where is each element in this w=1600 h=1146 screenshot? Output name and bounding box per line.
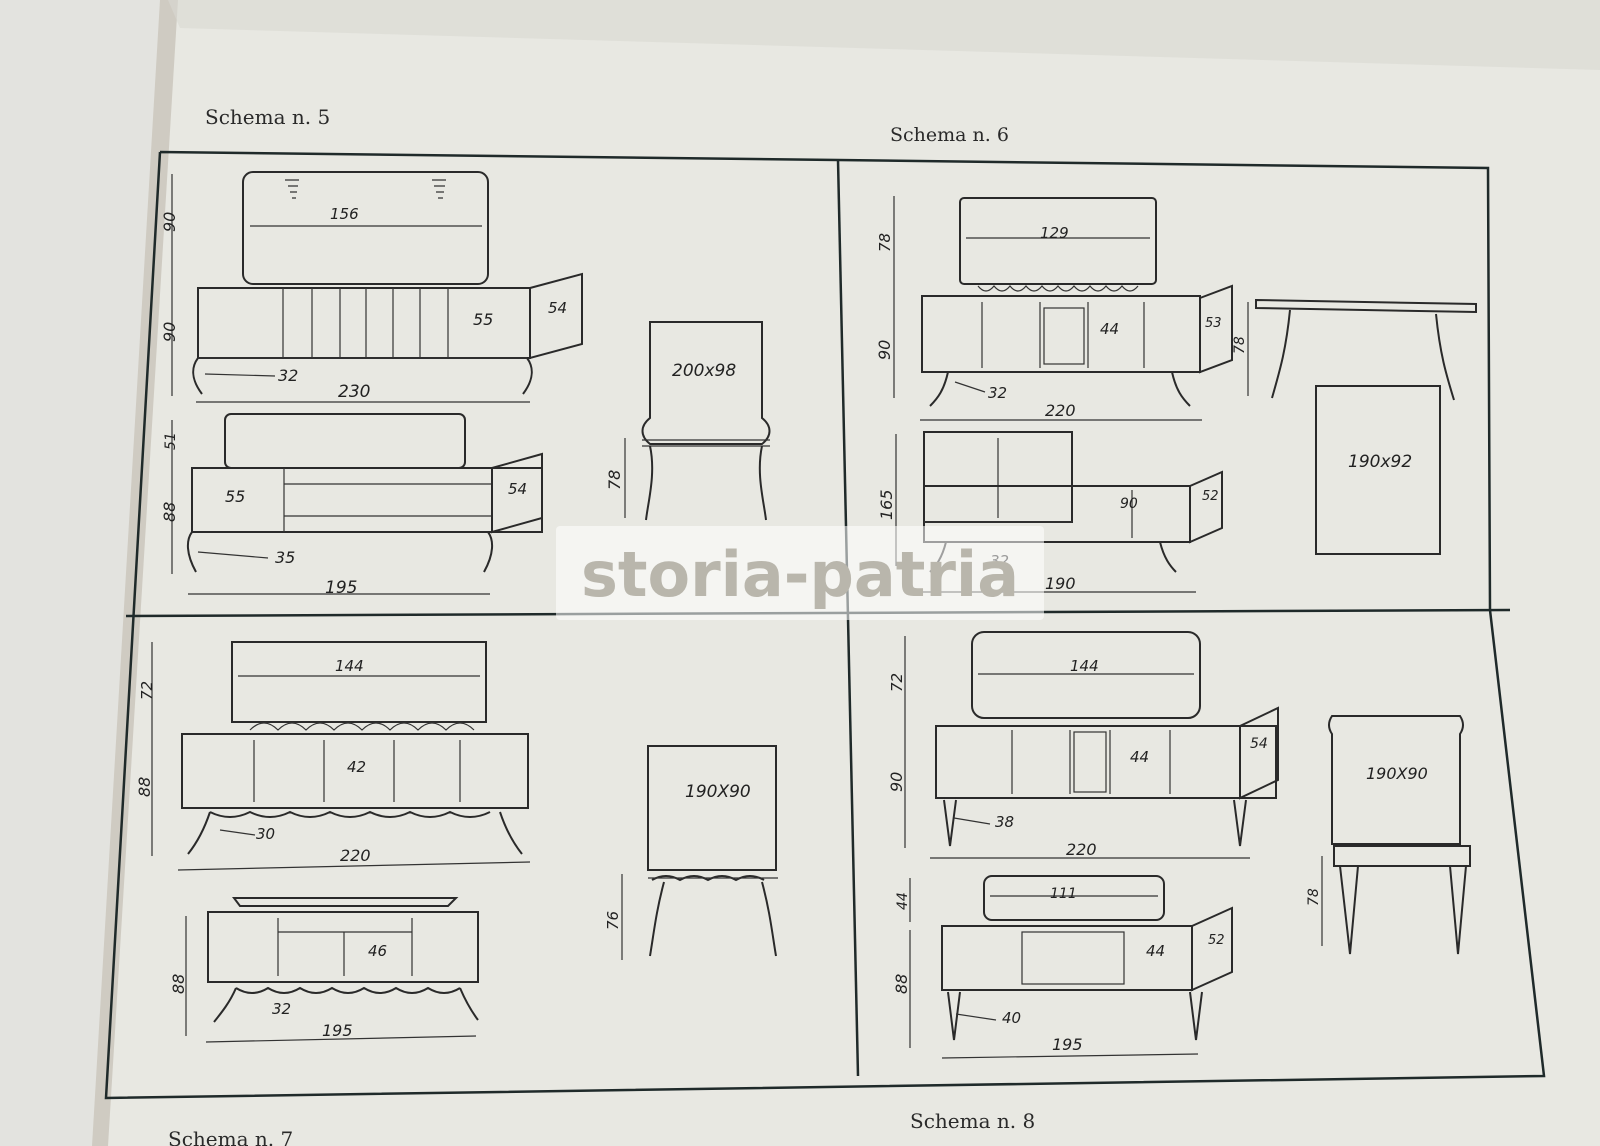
sideboard-drawing xyxy=(171,413,543,595)
dim-mirror-width: 129 xyxy=(1040,224,1069,242)
table-drawing xyxy=(621,745,778,960)
dim-table-height: 78 xyxy=(1232,336,1248,354)
dim-lower-height: 90 xyxy=(160,322,179,342)
dim-leg: 30 xyxy=(256,825,275,843)
dim-upper-height: 90 xyxy=(160,212,179,232)
dim-total-width: 195 xyxy=(322,1021,353,1040)
dim-lower-height: 88 xyxy=(892,974,911,994)
panel-schema-8: 72 144 90 44 54 38 220 44 111 88 44 52 4… xyxy=(887,631,1471,1059)
dim-center-width: 44 xyxy=(1100,320,1119,338)
dim-center-width: 46 xyxy=(368,942,387,960)
dim-side-width: 52 xyxy=(1202,489,1219,504)
dim-lower-height: 88 xyxy=(160,502,179,522)
sideboard-drawing xyxy=(893,196,1233,421)
caption-schema-5: Schema n. 5 xyxy=(205,105,330,129)
dim-total-width: 220 xyxy=(1066,840,1097,859)
dim-mirror-width: 144 xyxy=(1070,657,1099,675)
dim-table-top: 190X90 xyxy=(1366,764,1428,783)
sideboard-drawing xyxy=(171,171,583,403)
sideboard-drawing xyxy=(904,631,1279,859)
dim-table-height: 78 xyxy=(1306,888,1322,906)
dim-upper-height: 78 xyxy=(876,233,894,252)
dim-left-width: 55 xyxy=(225,487,245,506)
table-drawing xyxy=(624,321,771,521)
dim-total-width: 195 xyxy=(325,578,357,598)
panel-schema-5: 156 90 90 55 54 32 230 51 88 55 54 35 19… xyxy=(160,171,771,598)
sideboard-drawing xyxy=(185,897,479,1043)
sideboard-drawing xyxy=(151,641,531,871)
dim-leg: 32 xyxy=(988,384,1007,402)
dim-total-width: 195 xyxy=(1052,1035,1083,1054)
dim-upper-height: 72 xyxy=(888,673,906,692)
dim-upper-height: 72 xyxy=(138,681,156,700)
dim-center-width: 44 xyxy=(1130,748,1149,766)
dim-side-width: 54 xyxy=(508,480,527,498)
dim-lower-height: 90 xyxy=(887,772,906,792)
left-page-edge xyxy=(0,0,170,1146)
dim-total-width: 230 xyxy=(338,382,370,402)
dim-leg: 32 xyxy=(278,366,298,385)
table-drawing xyxy=(1321,715,1471,955)
dim-leg: 40 xyxy=(1002,1009,1021,1027)
caption-schema-8: Schema n. 8 xyxy=(910,1109,1035,1133)
dim-leg: 32 xyxy=(272,1000,291,1018)
watermark: storia-patria xyxy=(556,526,1044,620)
dim-table-top: 190X90 xyxy=(685,782,751,802)
dim-table-height: 76 xyxy=(604,911,622,930)
dim-door-width: 55 xyxy=(473,310,493,329)
panel-schema-7: 72 144 88 42 30 220 88 46 32 195 xyxy=(135,641,778,1043)
dim-side-width: 53 xyxy=(1205,316,1222,331)
watermark-text: storia-patria xyxy=(581,538,1019,611)
dim-height: 165 xyxy=(877,489,896,520)
panel-schema-6: 78 129 90 44 53 32 220 165 90 52 32 190 xyxy=(875,196,1477,593)
dim-upper-height: 44 xyxy=(895,892,911,910)
dim-total-width: 220 xyxy=(1045,401,1076,420)
dim-side-width: 54 xyxy=(548,299,567,317)
table-drawing xyxy=(1247,298,1477,555)
caption-schema-6: Schema n. 6 xyxy=(890,124,1009,146)
dim-lower-height: 90 xyxy=(875,340,894,360)
sideboard-drawing xyxy=(909,875,1233,1059)
dim-center-width: 90 xyxy=(1120,496,1138,512)
dim-lower-height: 88 xyxy=(135,777,154,797)
dim-mirror-width: 111 xyxy=(1050,886,1077,902)
dim-total-width: 220 xyxy=(340,846,371,865)
dim-center-width: 42 xyxy=(347,758,366,776)
dim-table-top: 200x98 xyxy=(672,361,736,381)
dim-upper-height: 51 xyxy=(163,432,179,450)
dim-table-height: 78 xyxy=(605,470,624,490)
caption-schema-7: Schema n. 7 xyxy=(168,1127,293,1146)
dim-mirror-width: 144 xyxy=(335,657,364,675)
dim-side-width: 54 xyxy=(1250,736,1268,752)
dim-side-width: 52 xyxy=(1208,933,1225,948)
dim-leg: 35 xyxy=(275,548,295,567)
dim-total-width: 190 xyxy=(1045,574,1076,593)
dim-mirror-width: 156 xyxy=(330,205,359,223)
dim-leg: 38 xyxy=(995,813,1014,831)
dim-center-width: 44 xyxy=(1146,942,1165,960)
dim-table-top: 190x92 xyxy=(1348,452,1412,472)
dim-height: 88 xyxy=(169,974,188,994)
